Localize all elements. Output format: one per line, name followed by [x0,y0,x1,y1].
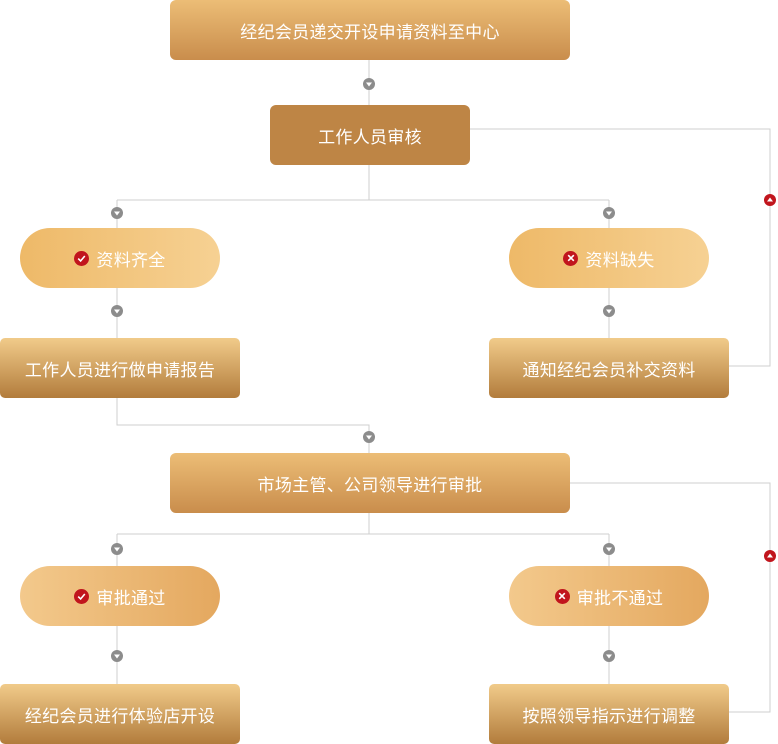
arrow-down-icon [603,650,615,662]
arrow-down-icon [111,650,123,662]
node-complete-label: 资料齐全 [96,250,166,271]
arrow-down-icon [603,543,615,555]
node-submit-label: 经纪会员递交开设申请资料至中心 [240,22,500,43]
node-notify-label: 通知经纪会员补交资料 [522,360,696,381]
down-arrows [111,78,615,662]
feedback-line [470,128,771,367]
node-adjust: 按照领导指示进行调整 [489,684,729,744]
arrow-down-icon [603,305,615,317]
arrow-down-icon [363,78,375,90]
node-approval: 市场主管、公司领导进行审批 [170,453,570,513]
arrow-down-icon [111,207,123,219]
node-approval-label: 市场主管、公司领导进行审批 [257,475,483,496]
node-report: 工作人员进行做申请报告 [0,338,240,398]
node-missing-label: 资料缺失 [585,250,655,271]
node-rejected-label: 审批不通过 [576,588,664,609]
node-submit: 经纪会员递交开设申请资料至中心 [170,0,570,60]
arrow-down-icon [363,431,375,443]
node-adjust-label: 按照领导指示进行调整 [522,706,696,727]
node-rejected: 审批不通过 [509,566,709,626]
node-staff-review-label: 工作人员审核 [318,127,422,148]
up-arrows [764,194,776,562]
arrow-down-icon [111,543,123,555]
node-approved-label: 审批通过 [96,588,166,609]
arrow-up-icon [764,194,776,206]
node-missing: 资料缺失 [509,228,709,288]
cross-circle-icon [563,250,579,266]
arrow-up-icon [764,550,776,562]
node-open-store-label: 经纪会员进行体验店开设 [24,706,216,727]
feedback-line [570,482,771,713]
node-report-label: 工作人员进行做申请报告 [24,360,216,381]
node-complete: 资料齐全 [20,228,220,288]
node-approved: 审批通过 [20,566,220,626]
arrow-down-icon [111,305,123,317]
node-open-store: 经纪会员进行体验店开设 [0,684,240,744]
check-circle-icon [74,588,90,604]
cross-circle-icon [554,588,570,604]
node-notify: 通知经纪会员补交资料 [489,338,729,398]
connector-line [116,398,370,453]
arrow-down-icon [603,207,615,219]
node-staff-review: 工作人员审核 [270,105,470,165]
check-circle-icon [74,250,90,266]
